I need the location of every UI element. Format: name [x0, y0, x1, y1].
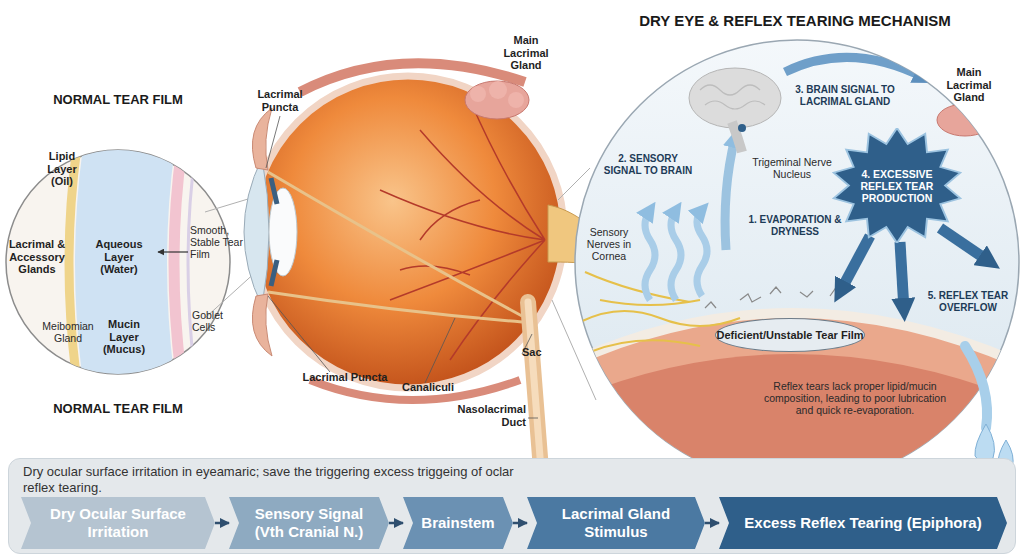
part-label: Mucin Layer (Mucus) — [96, 318, 152, 356]
gland-lobule — [470, 86, 486, 102]
part-label: Smooth, Stable Tear Film — [190, 224, 248, 260]
part-label: Meibomian Gland — [40, 320, 96, 344]
tear-film-oval: Deficient/Unstable Tear Film — [715, 318, 865, 352]
node-text: Deficient/Unstable Tear Film — [716, 329, 863, 341]
node-text: Brainstem — [421, 514, 494, 532]
lacrimal-gland — [937, 104, 993, 136]
lens — [269, 188, 297, 276]
nasolacrimal-duct — [528, 302, 541, 470]
reflex-inset — [560, 40, 1024, 520]
part-label: Sac — [522, 346, 552, 359]
gland-lobule — [508, 92, 524, 108]
tear-stream — [965, 346, 987, 428]
sensory-arrow — [725, 138, 735, 250]
node-text: Lacrimal Gland Stimulus — [543, 505, 689, 541]
part-label: NORMAL TEAR FILM — [18, 402, 218, 417]
leader-line — [268, 296, 330, 372]
tear-arrow — [940, 228, 990, 262]
brain-gyri — [700, 85, 765, 109]
flow-connector — [389, 522, 403, 525]
part-label: Main Lacrimal Gland — [938, 66, 1000, 104]
eye-anatomy — [244, 63, 604, 470]
flow-connector — [513, 522, 527, 525]
leader-line — [425, 318, 455, 383]
part-label: NORMAL TEAR FILM — [18, 93, 218, 108]
node-text: Dry Ocular Surface Irritation — [37, 505, 199, 541]
flow-step: Brainstem — [403, 497, 513, 549]
lacrimal-gland — [465, 81, 529, 119]
lower-eyelid — [252, 294, 272, 356]
evaporation-wave — [697, 210, 707, 296]
dry-surface — [560, 313, 1024, 368]
evaporation-wave — [645, 210, 655, 300]
gland-lobule — [489, 81, 507, 99]
part-label: Reflex tears lack proper lipid/mucin com… — [755, 380, 955, 416]
part-label: Sensory Nerves in Cornea — [578, 226, 640, 262]
evaporation-wave — [671, 210, 681, 300]
part-label: Lacrimal Puncta — [290, 371, 400, 384]
tear-layers — [69, 140, 197, 390]
part-label: 3. BRAIN SIGNAL TO LACRIMAL GLAND — [770, 84, 920, 107]
surface-cracks — [705, 287, 842, 308]
motor-arrow — [785, 57, 925, 78]
part-label: 1. EVAPORATION & DRYNESS — [740, 214, 850, 237]
inset-contents — [560, 57, 1024, 520]
starburst-fill — [834, 128, 961, 243]
pointer-arrow — [158, 251, 188, 252]
part-label: Goblet Cells — [192, 309, 242, 333]
part-label: Nasolacrimal Duct — [442, 403, 526, 428]
flow-step: Sensory Signal (Vth Cranial N.) — [229, 497, 389, 549]
mucin-layer — [174, 140, 183, 390]
part-label: Canaliculi — [388, 381, 468, 394]
starburst-node: 4. EXCESSIVE REFLEX TEAR PRODUCTION — [832, 128, 962, 243]
brain — [689, 68, 781, 128]
part-label: Trigeminal Nerve Nucleus — [752, 156, 832, 180]
canaliculi — [268, 172, 522, 322]
flow-connector — [705, 522, 719, 525]
leader-lines — [266, 116, 538, 418]
part-label: Lipid Layer (Oil) — [38, 150, 86, 188]
part-label: 5. REFLEX TEAR OVERFLOW — [922, 290, 1014, 313]
duct-lumen — [528, 302, 541, 470]
summary-band: Dry ocular surface irritation in eyeamar… — [8, 458, 1016, 554]
node-text: Excess Reflex Tearing (Epiphora) — [744, 514, 981, 532]
part-label: Lacrimal & Accessory Glands — [4, 238, 70, 276]
iris — [271, 178, 277, 286]
flow-connector — [215, 522, 229, 525]
leader-line — [528, 418, 538, 419]
diagram-title: DRY EYE & REFLEX TEARING MECHANISM — [585, 12, 1005, 29]
tear-arrow — [900, 242, 904, 310]
node-text: Dry ocular surface irritation in eyeamar… — [23, 464, 543, 496]
corneal-nerves — [580, 272, 740, 352]
node-text: 4. EXCESSIVE REFLEX TEAR PRODUCTION — [857, 168, 937, 204]
tear-arrow — [840, 236, 870, 292]
part-label: Aqueous Layer (Water) — [86, 238, 152, 276]
part-label: 2. SENSORY SIGNAL TO BRAIN — [598, 153, 698, 176]
upper-eyelid — [252, 108, 272, 170]
aqueous-layer — [75, 140, 176, 390]
eyeball — [252, 76, 564, 388]
flow-step: Dry Ocular Surface Irritation — [21, 497, 215, 549]
trigeminal-nucleus — [738, 124, 746, 132]
flow-step: Lacrimal Gland Stimulus — [527, 497, 705, 549]
part-label: Main Lacrimal Gland — [495, 34, 557, 72]
cornea — [244, 158, 269, 306]
tear-drop — [975, 424, 995, 463]
flow-step: Excess Reflex Tearing (Epiphora) — [719, 497, 1007, 549]
epithelium-line — [188, 140, 197, 390]
part-label: Lacrimal Puncta — [250, 88, 310, 113]
leader-line — [266, 116, 280, 168]
node-text: Sensory Signal (Vth Cranial N.) — [245, 505, 373, 541]
